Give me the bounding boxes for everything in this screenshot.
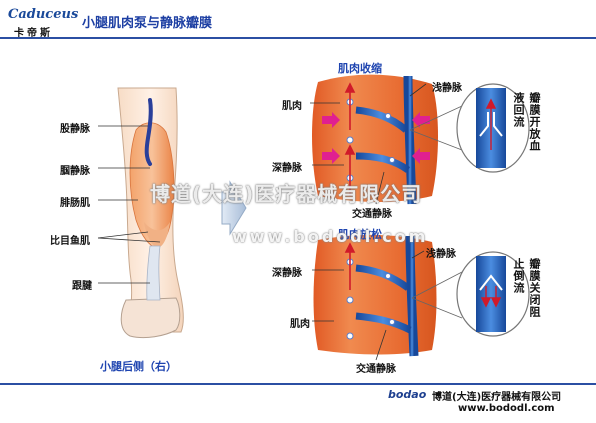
watermark-url: www.bododl.com bbox=[232, 227, 429, 246]
page-title: 小腿肌肉泵与静脉瓣膜 bbox=[82, 16, 213, 31]
pressure-arrow-icon bbox=[322, 112, 430, 164]
brand-name: Caduceus bbox=[8, 7, 79, 22]
soleus-muscle bbox=[144, 222, 170, 248]
brand-logo: Caduceus 卡帝斯 bbox=[8, 7, 78, 41]
contracted-label-deep-vein: 深静脉 bbox=[272, 163, 302, 174]
footer-url: www.bododl.com bbox=[458, 403, 555, 414]
flow-arrow-icon bbox=[344, 242, 356, 290]
relaxed-label-superficial-vein: 浅静脉 bbox=[426, 249, 456, 260]
transition-arrow-icon bbox=[221, 180, 247, 236]
leg-caption: 小腿后侧（右） bbox=[100, 360, 177, 373]
achilles-tendon bbox=[146, 245, 161, 301]
footer-company: 博道(大连)医疗器械有限公司 bbox=[432, 392, 562, 403]
label-soleus: 比目鱼肌 bbox=[50, 236, 90, 247]
relaxed-panel-art bbox=[313, 234, 530, 357]
relaxed-label-communicating-vein: 交通静脉 bbox=[356, 364, 396, 375]
relaxed-label-muscle: 肌肉 bbox=[290, 319, 310, 330]
watermark-company: 博道(大连)医疗器械有限公司 bbox=[150, 182, 423, 206]
footer-logo: bodao bbox=[388, 388, 427, 401]
contracted-label-muscle: 肌肉 bbox=[282, 101, 302, 112]
relaxed-label-deep-vein: 深静脉 bbox=[272, 268, 302, 279]
contracted-label-superficial-vein: 浅静脉 bbox=[432, 83, 462, 94]
contracted-panel-art bbox=[312, 74, 530, 205]
femoral-vein bbox=[144, 98, 153, 166]
label-gastrocnemius: 腓肠肌 bbox=[60, 198, 90, 209]
leg-pointer-lines bbox=[97, 125, 161, 284]
contracted-valve-note: 瓣膜开放血液回流 bbox=[512, 92, 541, 152]
relaxed-title: 肌肉放松 bbox=[338, 228, 382, 241]
flow-arrow-icon bbox=[344, 82, 356, 196]
header-divider bbox=[0, 37, 596, 39]
contracted-label-communicating-vein: 交通静脉 bbox=[352, 209, 392, 220]
label-popliteal-vein: 腘静脉 bbox=[60, 166, 90, 177]
brand-subtitle: 卡帝斯 bbox=[14, 28, 53, 39]
panel-pointer-lines bbox=[310, 83, 427, 361]
label-femoral-vein: 股静脉 bbox=[60, 124, 90, 135]
contracted-title: 肌肉收缩 bbox=[338, 62, 382, 75]
relaxed-valve-note: 瓣膜关闭阻止倒流 bbox=[512, 258, 541, 318]
footer-divider bbox=[0, 383, 596, 385]
label-achilles-tendon: 跟腱 bbox=[72, 281, 92, 292]
